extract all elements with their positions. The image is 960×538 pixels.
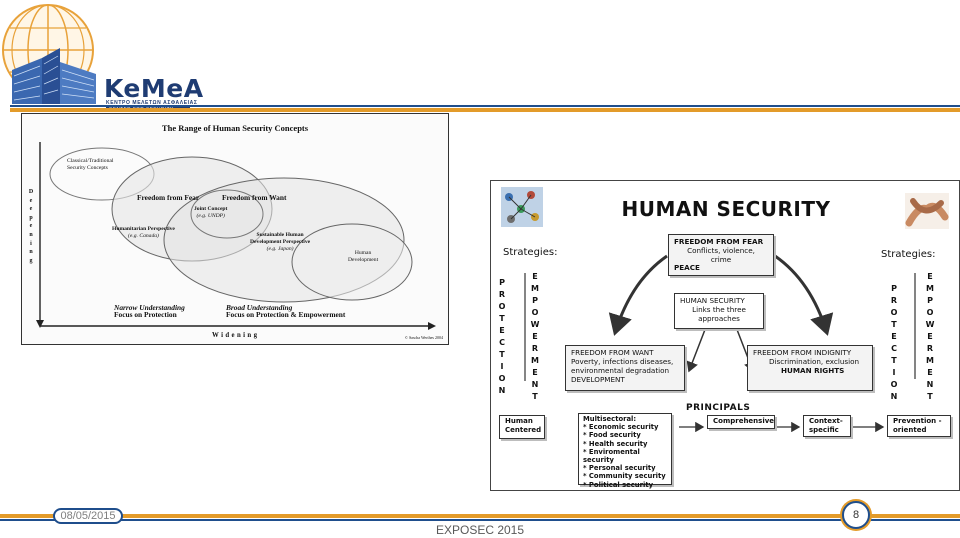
globe-building-icon (2, 4, 96, 104)
strategies-right-label: Strategies: (881, 249, 936, 260)
human-security-diagram: HUMAN SECURITY Strategies: Strategies: P… (490, 180, 960, 491)
kemea-greek-subtitle: ΚΕΝΤΡΟ ΜΕΛΕΤΩΝ ΑΣΦΑΛΕΙΑΣ (106, 100, 198, 106)
freedom-from-want-label: Freedom from Want (222, 193, 287, 202)
context-specific-box: Context-specific (803, 415, 851, 437)
human-security-center-box: HUMAN SECURITY Links the three approache… (674, 293, 764, 329)
concepts-title: The Range of Human Security Concepts (161, 123, 309, 133)
kemea-logo: KeMeA ΚΕΝΤΡΟ ΜΕΛΕΤΩΝ ΑΣΦΑΛΕΙΑΣ CENTER FO… (0, 0, 203, 117)
humanitarian-label: Humanitarian Perspective(e.g. Canada) (112, 226, 175, 239)
principals-label: PRINCIPALS (686, 403, 751, 413)
human-security-concepts-figure: The Range of Human Security Concepts Cla… (21, 113, 449, 345)
slide-date: 08/05/2015 (53, 508, 123, 524)
people-network-photo (501, 187, 543, 227)
kemea-wordmark: KeMeA (104, 74, 204, 103)
freedom-from-indignity-box: FREEDOM FROM INDIGNITY Discrimination, e… (747, 345, 873, 391)
header-rule-navy (10, 105, 960, 107)
strategies-left-label: Strategies: (503, 247, 558, 258)
joint-concept-label: Joint Concept(e.g. UNDP) (194, 206, 228, 219)
freedom-from-fear-label: Freedom from Fear (137, 193, 200, 202)
joined-hands-photo (905, 193, 949, 229)
multisectoral-box: Multisectoral: * Economic security * Foo… (578, 413, 672, 489)
concepts-ellipses (36, 142, 436, 330)
widening-label: Widening (212, 332, 260, 339)
footer-rule-navy (0, 519, 960, 521)
freedom-from-want-box: FREEDOM FROM WANT Poverty, infections di… (565, 345, 685, 391)
comprehensive-box: Comprehensive (707, 415, 775, 429)
figure-credit: © Sascha Werthes 2004 (404, 335, 443, 340)
footer-rule-orange (0, 514, 960, 518)
header-rule-orange (10, 108, 960, 112)
slide-page-number: 8 (842, 501, 870, 529)
human-security-title: HUMAN SECURITY (621, 197, 831, 221)
freedom-from-fear-box: FREEDOM FROM FEAR Conflicts, violence, c… (668, 234, 774, 276)
footer-title: EXPOSEC 2015 (435, 523, 525, 537)
prevention-oriented-box: Prevention -oriented (887, 415, 951, 437)
